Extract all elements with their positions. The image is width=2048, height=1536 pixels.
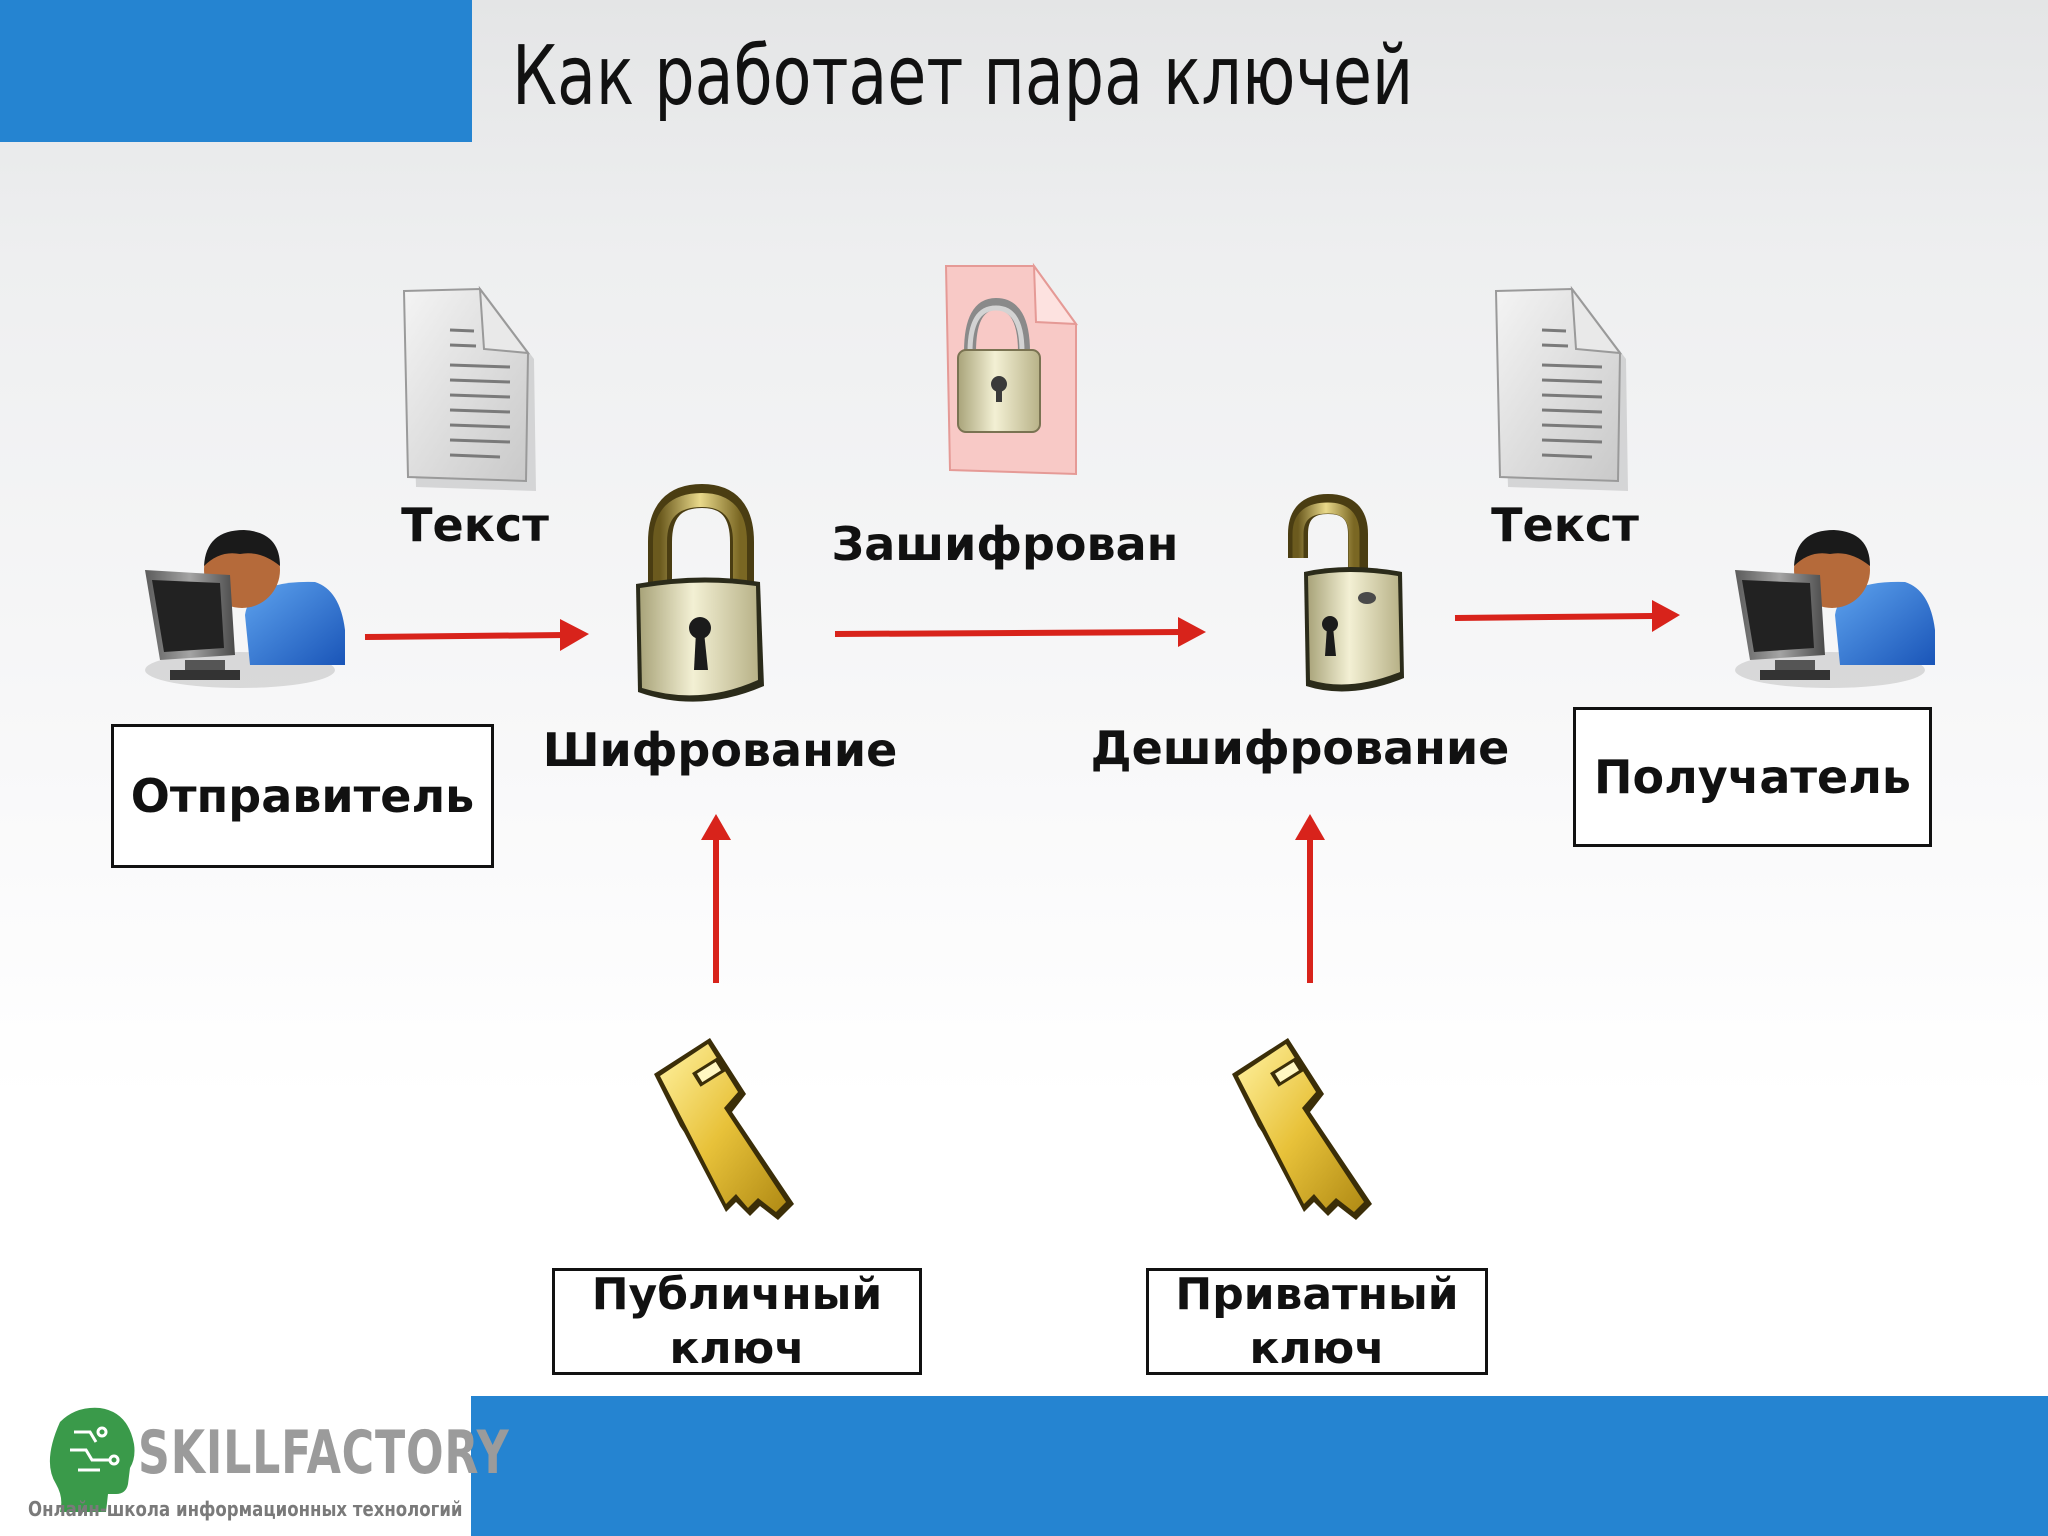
sender-user-icon [145,530,345,688]
public-key-icon [654,1038,794,1220]
arrow-public-key-to-encryption [701,814,731,983]
public-key-label-line1: Публичный [591,1268,883,1320]
document-icon-left [402,285,536,491]
skillfactory-logo-icon [49,1407,135,1512]
private-key-box: Приватный ключ [1146,1268,1488,1375]
plaintext-label-left: Текст [401,498,549,552]
open-padlock-icon [1288,493,1404,692]
document-icon-right [1494,285,1628,491]
arrow-private-key-to-decryption [1295,814,1325,983]
bottom-accent-bar [471,1396,2048,1536]
recipient-label: Получатель [1593,750,1912,804]
sender-label: Отправитель [130,769,475,823]
arrow-encryption-to-decryption [834,617,1206,647]
ciphertext-label: Зашифрован [831,517,1179,571]
encryption-label: Шифрование [542,723,898,777]
top-accent-bar [0,0,472,142]
encrypted-document-icon [944,262,1079,476]
private-key-icon [1232,1038,1372,1220]
slide-title: Как работает пара ключей [512,29,1414,124]
private-key-label-line2: ключ [1249,1322,1385,1374]
public-key-box: Публичный ключ [552,1268,922,1375]
sender-box: Отправитель [111,724,494,868]
closed-padlock-icon [636,483,764,702]
brand-tagline: Онлайн-школа информационных технологий [28,1497,463,1521]
recipient-user-icon [1735,530,1935,688]
plaintext-label-right: Текст [1491,498,1639,552]
public-key-label-line2: ключ [669,1322,805,1374]
private-key-label-line1: Приватный [1175,1268,1459,1320]
recipient-box: Получатель [1573,707,1932,847]
decryption-label: Дешифрование [1090,721,1510,775]
arrow-sender-to-encryption [364,619,589,651]
brand-name: SKILLFACTORY [138,1418,510,1488]
arrow-decryption-to-recipient [1454,600,1680,632]
